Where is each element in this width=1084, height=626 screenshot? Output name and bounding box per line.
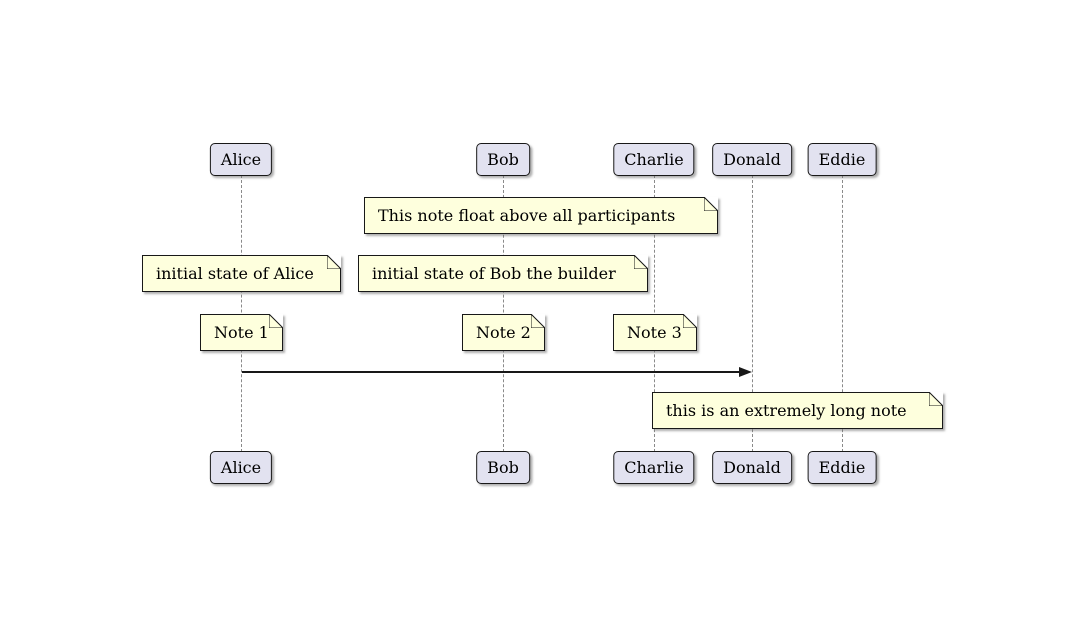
participant-charlie-bottom: Charlie [613, 451, 695, 484]
note-floating: This note float above all participants [364, 197, 718, 234]
note-alice-state-text: initial state of Alice [156, 264, 314, 283]
note-fold-icon [531, 314, 545, 328]
lifeline-eddie [842, 175, 843, 452]
note-1: Note 1 [200, 314, 283, 351]
note-fold-icon [683, 314, 697, 328]
note-long: this is an extremely long note [652, 392, 943, 429]
note-fold-icon [269, 314, 283, 328]
note-fold-icon [327, 255, 341, 269]
lifeline-charlie [654, 175, 655, 452]
note-bob-state: initial state of Bob the builder [358, 255, 648, 292]
participant-donald-bottom: Donald [712, 451, 792, 484]
participant-donald-top: Donald [712, 143, 792, 176]
arrowhead-icon [739, 367, 752, 377]
participant-bob-top: Bob [476, 143, 530, 176]
lifeline-bob [503, 175, 504, 452]
note-1-text: Note 1 [214, 323, 269, 342]
participant-bob-bottom: Bob [476, 451, 530, 484]
participant-charlie-top: Charlie [613, 143, 695, 176]
note-3: Note 3 [613, 314, 697, 351]
note-fold-icon [704, 197, 718, 211]
lifeline-donald [752, 175, 753, 452]
note-alice-state: initial state of Alice [142, 255, 341, 292]
note-fold-icon [929, 392, 943, 406]
participant-eddie-bottom: Eddie [807, 451, 877, 484]
note-long-text: this is an extremely long note [666, 401, 907, 420]
lifeline-alice [241, 175, 242, 452]
note-2: Note 2 [462, 314, 545, 351]
participant-eddie-top: Eddie [807, 143, 877, 176]
message-arrow-alice-to-donald [242, 371, 743, 373]
note-bob-state-text: initial state of Bob the builder [372, 264, 616, 283]
participant-alice-top: Alice [209, 143, 273, 176]
note-2-text: Note 2 [476, 323, 531, 342]
participant-alice-bottom: Alice [209, 451, 273, 484]
note-floating-text: This note float above all participants [378, 206, 676, 225]
note-fold-icon [634, 255, 648, 269]
note-3-text: Note 3 [627, 323, 682, 342]
